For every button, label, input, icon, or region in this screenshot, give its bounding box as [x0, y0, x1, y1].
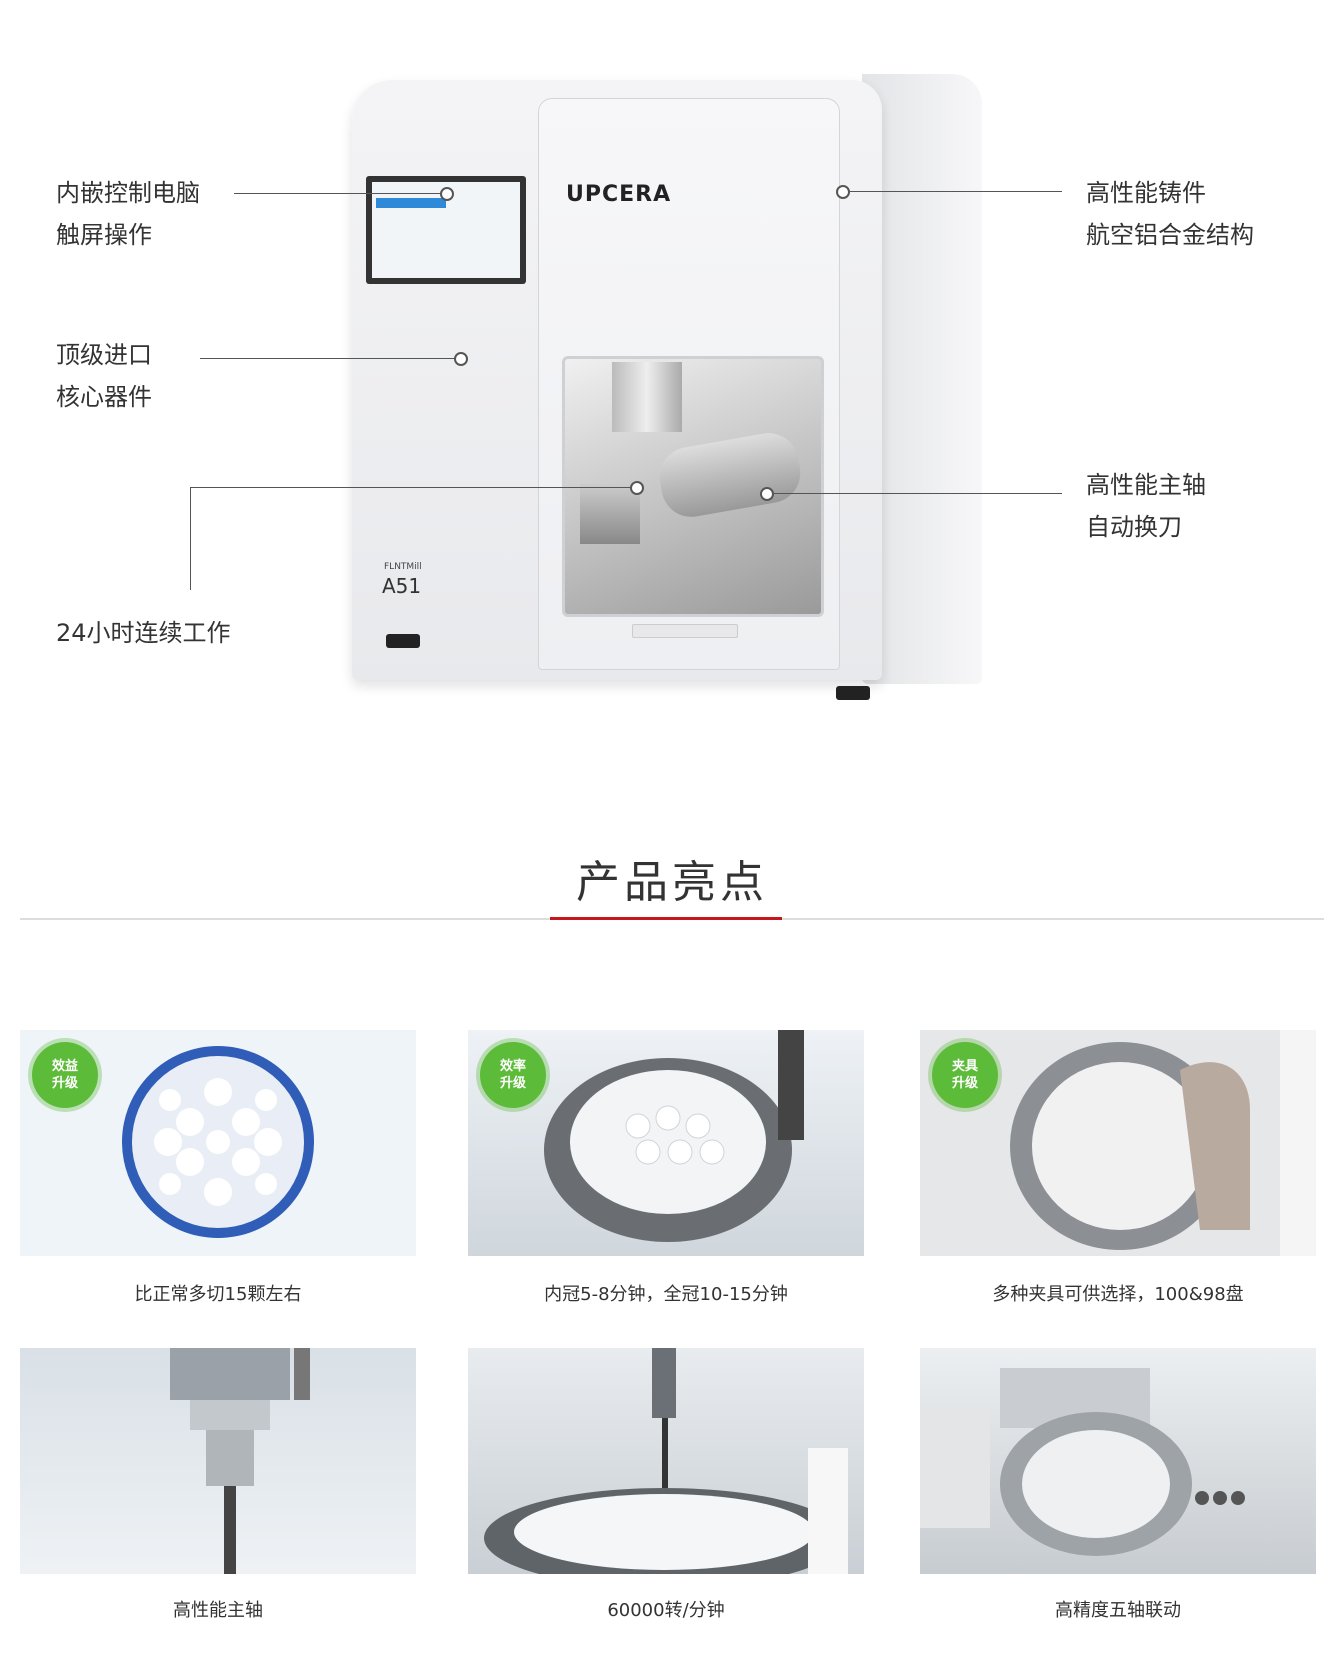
model-series-label: FLNTMill	[384, 562, 422, 572]
highlight-image-spindle	[20, 1348, 416, 1574]
highlight-card: 效率 升级 内冠5-8分钟，全冠10-15分钟	[468, 1030, 864, 1305]
callout-line-2: 触屏操作	[56, 221, 152, 249]
brand-logo: UPCERA	[566, 182, 672, 207]
highlight-image-milling	[468, 1348, 864, 1574]
motor-illustration	[580, 484, 640, 544]
callout-leader-line	[234, 193, 442, 194]
highlight-image-five-axis	[920, 1348, 1316, 1574]
callout-dot	[836, 185, 850, 199]
highlight-caption: 内冠5-8分钟，全冠10-15分钟	[544, 1284, 788, 1305]
highlight-card: 高性能主轴	[20, 1348, 416, 1621]
product-hero: UPCERA FLNTMill A51 内嵌控制电脑 触屏操作 顶级进口 核心器…	[0, 0, 1344, 760]
badge-upgrade: 效益 升级	[32, 1042, 98, 1108]
badge-line-1: 效益	[51, 1059, 78, 1074]
highlight-image-fixture: 夹具 升级	[920, 1030, 1316, 1256]
callout-leader-line	[190, 487, 191, 590]
callout-line-1: 顶级进口	[56, 341, 152, 369]
badge-line-2: 升级	[951, 1076, 978, 1091]
door-handle	[632, 624, 738, 638]
highlight-caption: 多种夹具可供选择，100&98盘	[992, 1284, 1244, 1305]
model-label: A51	[382, 574, 422, 598]
callout-dot	[760, 487, 774, 501]
callout-dot	[440, 187, 454, 201]
callout-casting: 高性能铸件 航空铝合金结构	[1086, 172, 1254, 256]
callout-continuous-work: 24小时连续工作	[56, 612, 231, 654]
callout-leader-line	[770, 493, 1062, 494]
machine-side-panel	[862, 74, 982, 684]
callout-leader-line	[190, 487, 632, 488]
machine-foot	[386, 634, 420, 648]
section-title: 产品亮点	[576, 857, 768, 908]
highlight-image-holder: 效率 升级	[468, 1030, 864, 1256]
callout-core-parts: 顶级进口 核心器件	[56, 334, 152, 418]
callout-dot	[454, 352, 468, 366]
badge-upgrade: 效率 升级	[480, 1042, 546, 1108]
badge-line-1: 夹具	[951, 1059, 978, 1074]
highlight-image-disc: 效益 升级	[20, 1030, 416, 1256]
highlight-card: 效益 升级 比正常多切15颗左右	[20, 1030, 416, 1305]
callout-line-1: 高性能主轴	[1086, 471, 1206, 499]
highlight-caption: 60000转/分钟	[607, 1600, 725, 1621]
badge-line-2: 升级	[499, 1076, 526, 1091]
callout-leader-line	[200, 358, 456, 359]
callout-line-1: 高性能铸件	[1086, 179, 1206, 207]
callout-line-2: 自动换刀	[1086, 513, 1182, 541]
highlight-caption: 高精度五轴联动	[1055, 1600, 1181, 1621]
section-divider-accent	[550, 917, 782, 920]
callout-embedded-pc: 内嵌控制电脑 触屏操作	[56, 172, 200, 256]
callout-line-1: 内嵌控制电脑	[56, 179, 200, 207]
callout-line-2: 航空铝合金结构	[1086, 221, 1254, 249]
highlight-caption: 高性能主轴	[173, 1600, 263, 1621]
badge-upgrade: 夹具 升级	[932, 1042, 998, 1108]
machine-foot	[836, 686, 870, 700]
callout-dot	[630, 481, 644, 495]
highlight-card: 60000转/分钟	[468, 1348, 864, 1621]
callout-spindle: 高性能主轴 自动换刀	[1086, 464, 1206, 548]
callout-line-2: 核心器件	[56, 383, 152, 411]
callout-line-1: 24小时连续工作	[56, 619, 231, 647]
callout-leader-line	[846, 191, 1062, 192]
touchscreen-tab-bar	[376, 198, 446, 208]
highlight-card: 高精度五轴联动	[920, 1348, 1316, 1621]
badge-line-2: 升级	[51, 1076, 78, 1091]
badge-line-1: 效率	[499, 1059, 526, 1074]
highlight-card: 夹具 升级 多种夹具可供选择，100&98盘	[920, 1030, 1316, 1305]
highlight-caption: 比正常多切15颗左右	[134, 1284, 302, 1305]
spindle-illustration	[612, 362, 682, 432]
